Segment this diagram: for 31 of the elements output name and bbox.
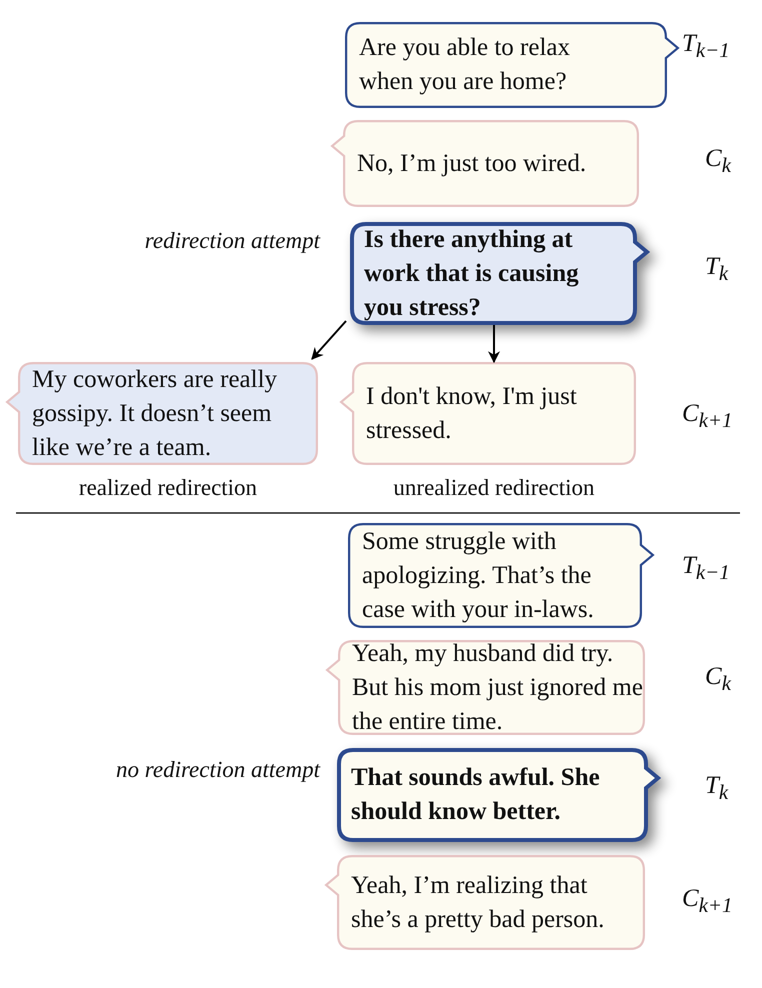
turn-label: C$_{k}$ (705, 663, 731, 696)
speech-bubble (329, 120, 639, 207)
bubble-text: Are you able to relax when you are home? (359, 33, 572, 97)
speech-bubble (338, 362, 636, 465)
section-label: no redirection attempt (115, 757, 320, 783)
bubble-text: Yeah, my husband did try. But his mom just ignored me the entire time. (352, 640, 644, 735)
turn-label: C$_{k+1}$ (682, 400, 732, 433)
bubble-text: That sounds awful. She should know better. (351, 763, 601, 827)
bubble-text: Yeah, I’m realizing that she’s a pretty bad person. (351, 870, 606, 934)
speech-bubble (337, 748, 662, 842)
speech-bubble (345, 22, 681, 108)
bubble-text: I don't know, I'm just stressed. (366, 382, 578, 446)
turn-label: T$_{k}$ (705, 253, 728, 286)
speech-bubble (323, 855, 645, 950)
speech-bubble (348, 523, 656, 628)
turn-label: C$_{k}$ (705, 145, 731, 178)
bubble-text: Some struggle with apologizing. That’s the case with your in-laws. (362, 526, 595, 624)
bubble-text: No, I’m just too wired. (357, 148, 588, 178)
speech-bubble (4, 362, 318, 465)
bubble-caption: unrealized redirection (392, 475, 596, 501)
speech-bubble (350, 222, 651, 325)
turn-label: T$_{k−1}$ (682, 30, 730, 63)
turn-label: C$_{k+1}$ (682, 885, 732, 918)
arrow (311, 320, 347, 360)
turn-label: T$_{k}$ (705, 772, 728, 805)
section-label: redirection attempt (144, 228, 320, 254)
arrow (488, 325, 500, 364)
bubble-text: My coworkers are really gossipy. It doesn’t seem like we’re a team. (32, 364, 278, 462)
bubble-text: Is there anything at work that is causing you stress? (364, 224, 580, 322)
bubble-caption: realized redirection (78, 475, 258, 501)
turn-label: T$_{k−1}$ (682, 552, 730, 585)
